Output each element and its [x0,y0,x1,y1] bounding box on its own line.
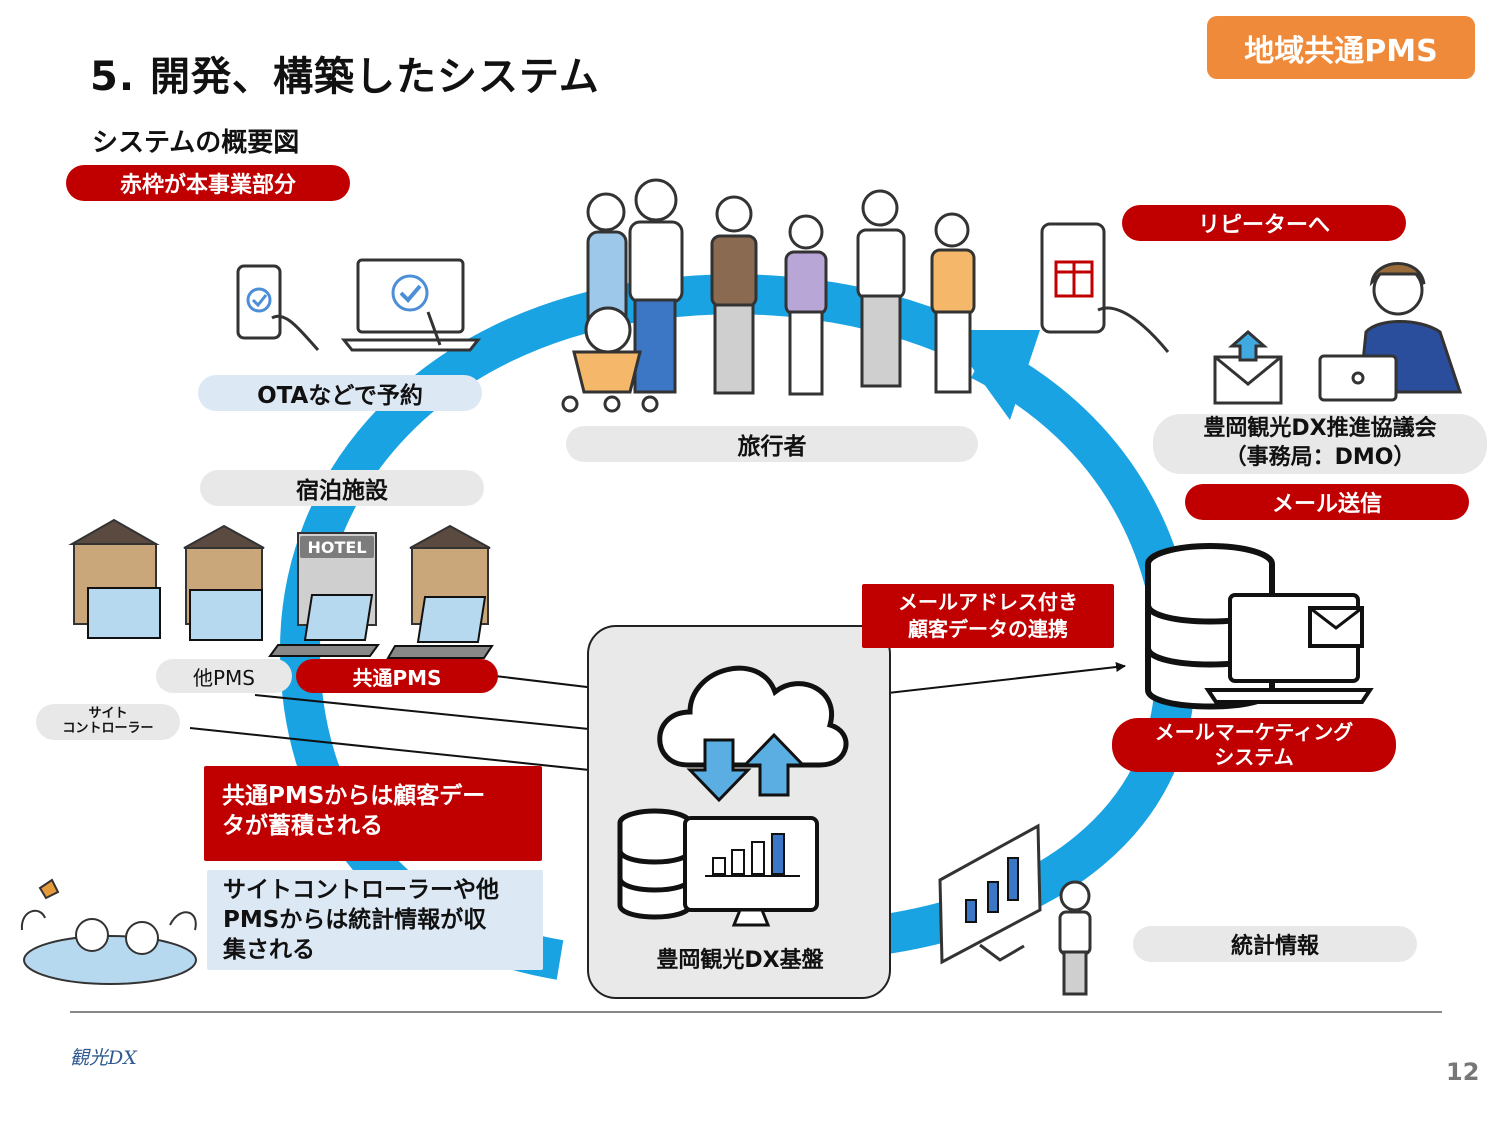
email-link-line2: 顧客データの連携 [908,617,1068,641]
upload-download-arrows-icon [686,732,807,803]
common-pms-note: 共通PMSからは顧客デー タが蓄積される [204,766,542,861]
mail-marketing-line2: システム [1214,745,1294,769]
common-pms-note-line1: 共通PMSからは顧客デー [222,783,486,809]
lodging-label: 宿泊施設 [200,470,484,506]
footer-logo: 観光DX [70,1047,137,1069]
mail-send-icon [1213,330,1283,405]
laptop-check-icon [340,258,482,352]
statistics-label: 統計情報 [1133,926,1417,962]
statistics-collection-note: サイトコントローラーや他 PMSからは統計情報が収 集される [207,870,543,970]
businessman-illustration [1318,262,1463,402]
email-link-line1: メールアドレス付き [898,590,1078,614]
page-title: 5. 開発、構築したシステム [90,54,600,100]
site-controller-line2: コントローラー [62,721,154,736]
onsen-illustration [20,878,197,985]
stats-monitor-icon [938,823,1042,965]
thinking-person-illustration [1058,880,1092,996]
section-badge: 地域共通PMS [1207,16,1475,79]
dmo-label: 豊岡観光DX推進協議会 （事務局：DMO） [1153,414,1487,474]
platform-label: 豊岡観光DX基盤 [656,948,824,973]
hotel-sign: HOTEL [300,536,374,558]
database-icon [617,808,693,920]
other-pms-label: 他PMS [156,659,292,693]
mail-marketing-line1: メールマーケティング [1154,720,1354,744]
gift-phone-icon [1040,222,1170,353]
chart-monitor-icon [683,816,819,927]
to-repeaters-label: リピーターへ [1122,205,1406,241]
page-number: 12 [1446,1058,1480,1086]
stats-note-line3: 集される [223,936,315,963]
mail-send-label: メール送信 [1185,484,1469,520]
common-pms-label: 共通PMS [296,659,498,693]
site-controller-line1: サイト [88,706,128,722]
mail-marketing-label: メールマーケティング システム [1112,718,1396,772]
mail-laptop-icon [1204,593,1374,704]
dmo-line2: （事務局：DMO） [1224,445,1416,470]
diagram-subtitle: システムの概要図 [92,128,300,158]
stats-note-line2: PMSからは統計情報が収 [223,906,487,933]
site-controller-label: サイト コントローラー [36,704,180,740]
travelers-illustration [561,178,976,413]
smartphone-check-icon [236,264,320,352]
legend-note-badge: 赤枠が本事業部分 [66,165,350,201]
ota-booking-label: OTAなどで予約 [198,375,482,411]
stats-note-line1: サイトコントローラーや他 [223,877,499,903]
email-data-link-label: メールアドレス付き 顧客データの連携 [862,584,1114,648]
dmo-line1: 豊岡観光DX推進協議会 [1203,416,1437,442]
travelers-label: 旅行者 [566,426,978,462]
common-pms-note-line2: タが蓄積される [222,812,383,839]
